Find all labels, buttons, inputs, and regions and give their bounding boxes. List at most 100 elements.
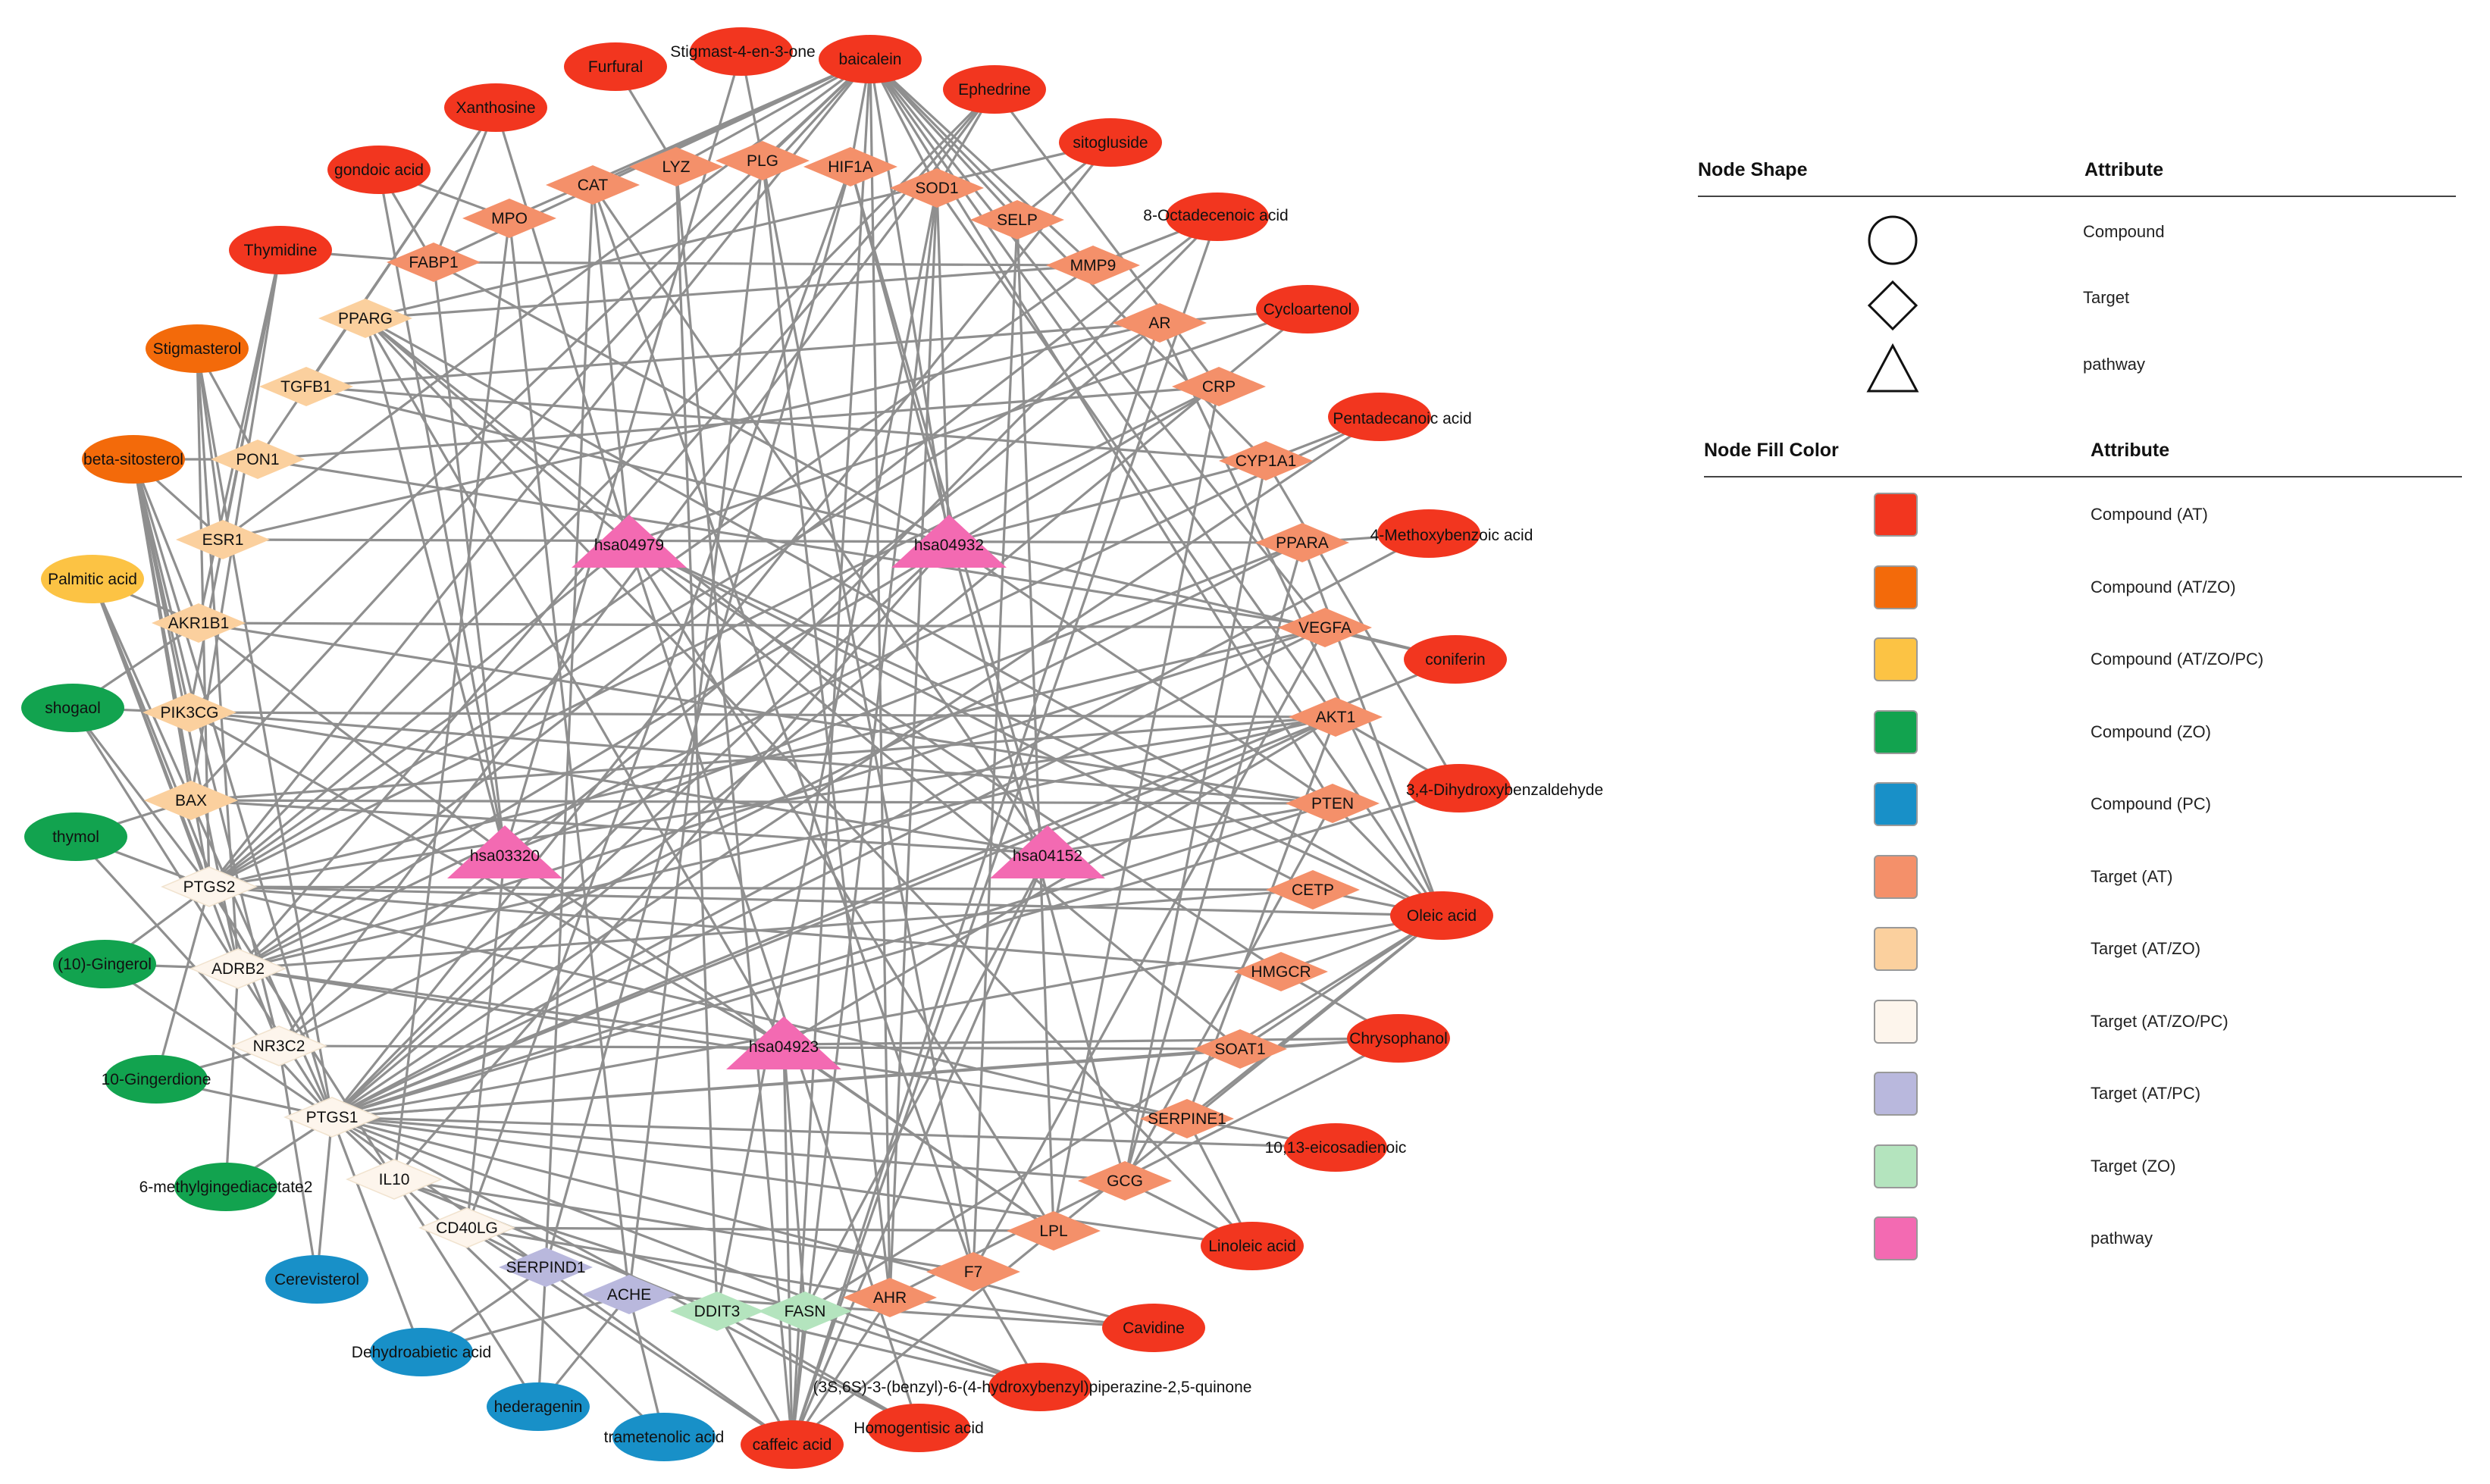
node-label: beta-sitosterol	[83, 451, 183, 468]
pathway-node-hsa04979: hsa04979	[572, 515, 687, 568]
compound-shape	[1328, 393, 1431, 441]
pathway-shape	[447, 825, 562, 878]
network-edge	[393, 218, 511, 1180]
network-edge	[222, 58, 871, 541]
node-label: IL10	[379, 1171, 410, 1188]
node-label: Cerevisterol	[274, 1271, 359, 1288]
compound-node-stigmast: Stigmast-4-en-3-one	[670, 27, 816, 76]
network-edge	[222, 538, 1303, 544]
compound-shape	[229, 226, 332, 274]
node-label: PIK3CG	[160, 704, 218, 722]
node-label: 8-Octadecenoic acid	[1143, 207, 1288, 224]
legend-swatch-target-zo	[1874, 1144, 1918, 1188]
legend-fill-label: Compound (AT)	[2091, 505, 2208, 524]
compound-node-xanthosine: Xanthosine	[444, 83, 547, 132]
legend-swatch-pathway	[1874, 1216, 1918, 1260]
node-label: Stigmast-4-en-3-one	[670, 43, 815, 61]
network-edge	[331, 626, 1326, 1119]
legend-fill-label: Target (ZO)	[2091, 1156, 2176, 1176]
node-label: hsa04932	[914, 537, 984, 554]
network-edge	[782, 1044, 807, 1312]
target-node-fabp1: FABP1	[387, 243, 481, 282]
network-edge	[237, 715, 1336, 970]
compound-shape	[370, 1328, 473, 1376]
network-edge	[1016, 219, 1055, 1232]
target-node-il10: IL10	[346, 1159, 443, 1200]
node-label: 4-Methoxybenzoic acid	[1370, 527, 1533, 544]
compound-shape	[265, 1255, 368, 1304]
target-node-lpl: LPL	[1007, 1211, 1101, 1251]
compound-node-thymidine: Thymidine	[229, 226, 332, 274]
node-label: VEGFA	[1298, 619, 1351, 637]
network-edge	[716, 1310, 1041, 1389]
target-node-pik3cg: PIK3CG	[143, 693, 236, 732]
target-node-cat: CAT	[546, 165, 640, 205]
legend-swatch-target-at-zo	[1874, 927, 1918, 971]
target-shape	[152, 603, 246, 643]
network-edge	[330, 308, 1309, 1119]
network-edge	[432, 107, 497, 263]
compound-shape	[690, 27, 793, 76]
legend-fill-label: pathway	[2091, 1229, 2153, 1248]
compound-shape	[1377, 509, 1480, 558]
legend-fill-label: Compound (AT/ZO)	[2091, 577, 2236, 596]
network-edge	[331, 1116, 1126, 1182]
node-label: PLG	[747, 152, 778, 170]
circle-icon	[1868, 215, 1918, 265]
compound-node-gingerdione: 10-Gingerdione	[102, 1055, 211, 1104]
node-label: Linoleic acid	[1208, 1238, 1296, 1255]
pathway-shape	[990, 825, 1105, 878]
target-shape	[1113, 303, 1207, 343]
network-edge	[888, 187, 938, 1298]
compound-shape	[1256, 285, 1359, 333]
node-label: ACHE	[607, 1286, 651, 1304]
compound-shape	[53, 940, 156, 988]
target-shape	[546, 165, 640, 205]
network-edge	[257, 458, 1326, 629]
compound-node-homogentisic: Homogentisic acid	[853, 1404, 984, 1452]
target-shape	[387, 243, 481, 282]
network-edge	[365, 317, 1048, 855]
network-edge	[1301, 542, 1443, 916]
network-edge	[330, 215, 1219, 1119]
node-label: coniferin	[1425, 651, 1485, 668]
target-node-ptgs2: PTGS2	[161, 866, 258, 907]
target-shape	[629, 147, 723, 186]
network-edge	[196, 348, 334, 1118]
node-label: AHR	[873, 1289, 907, 1307]
node-label: GCG	[1107, 1172, 1143, 1190]
pathway-shape	[726, 1016, 841, 1069]
network-edge	[508, 218, 631, 1295]
network-edge	[305, 385, 1267, 462]
compound-node-gingerol10: (10)-Gingerol	[53, 940, 156, 988]
node-label: Palmitic acid	[48, 571, 137, 588]
legend-swatch-compound-at	[1874, 493, 1918, 537]
node-label: SERPIND1	[506, 1259, 585, 1276]
compound-shape	[1102, 1304, 1205, 1352]
compound-node-piperazine: (3S,6S)-3-(benzyl)-6-(4-hydroxybenzyl)pi…	[813, 1363, 1251, 1411]
node-label: (10)-Gingerol	[58, 956, 152, 973]
node-label: 10-Gingerdione	[102, 1071, 211, 1088]
compound-shape	[105, 1055, 208, 1104]
compound-shape	[1166, 193, 1269, 241]
network-edge	[330, 541, 951, 1119]
legend-color-header: Node Fill Color	[1704, 440, 1839, 461]
node-label: CAT	[578, 177, 609, 194]
target-node-mpo: MPO	[462, 199, 556, 238]
legend-fill-label: Target (AT/ZO)	[2091, 939, 2201, 958]
node-label: 10,13-eicosadienoic	[1265, 1139, 1407, 1157]
node-label: Dehydroabietic acid	[352, 1344, 491, 1361]
node-label: Xanthosine	[456, 99, 535, 117]
legend-fill-label: Compound (AT/ZO/PC)	[2091, 650, 2264, 668]
network-edge	[628, 542, 1055, 1232]
pathway-node-hsa04923: hsa04923	[726, 1016, 841, 1069]
triangle-icon	[1866, 343, 1919, 393]
target-node-ptgs1: PTGS1	[283, 1097, 381, 1138]
compound-shape	[1404, 635, 1507, 684]
target-node-ahr: AHR	[843, 1278, 937, 1317]
node-label: 3,4-Dihydroxybenzaldehyde	[1406, 781, 1603, 799]
target-node-sod1: SOD1	[890, 168, 984, 208]
compound-shape	[1347, 1014, 1450, 1063]
network-edge	[190, 799, 1333, 805]
